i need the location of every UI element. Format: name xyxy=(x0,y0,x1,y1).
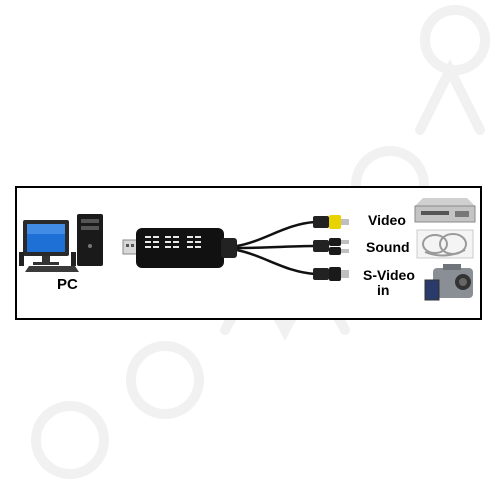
sound-label: Sound xyxy=(366,239,410,255)
sound-plugs xyxy=(313,238,349,255)
usb-capture-device-icon xyxy=(122,228,237,268)
svideo-in-label: in xyxy=(377,282,390,298)
video-label: Video xyxy=(368,212,406,228)
svideo-label: S-Video xyxy=(363,267,415,283)
av-cable-icon xyxy=(416,229,474,259)
scene-drawing xyxy=(19,198,476,301)
video-plug xyxy=(313,215,349,229)
connection-scene: PC Video Sound S-Video in xyxy=(15,186,482,320)
svideo-plug xyxy=(313,267,349,281)
desktop-computer-icon xyxy=(19,214,103,272)
av-cables xyxy=(236,220,316,276)
vcr-icon xyxy=(414,198,476,223)
pc-label: PC xyxy=(57,276,78,293)
camcorder-icon xyxy=(424,264,473,301)
